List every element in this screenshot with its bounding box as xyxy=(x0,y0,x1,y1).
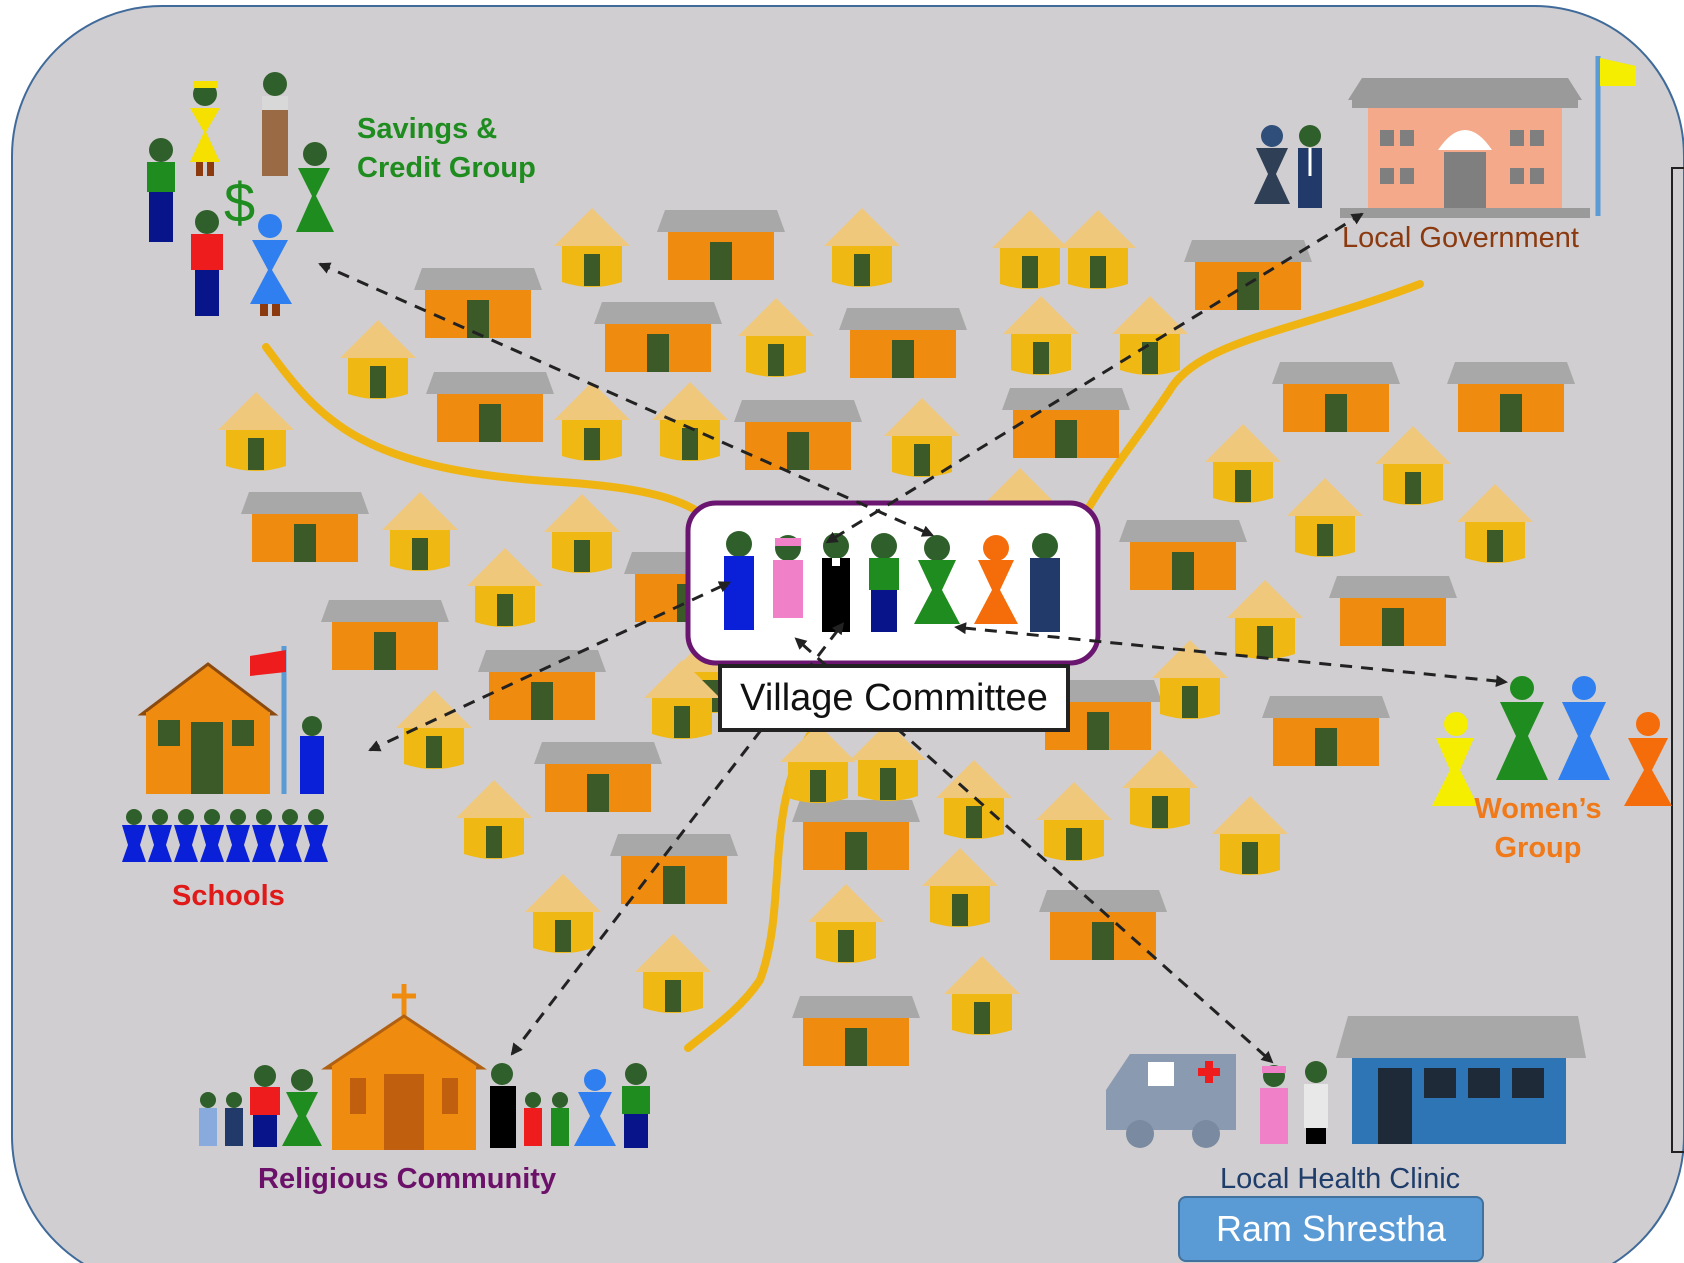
house xyxy=(1262,696,1390,766)
school-child xyxy=(148,809,172,862)
person-green-dress xyxy=(296,142,334,232)
school-child xyxy=(226,809,250,862)
arrow-to-women xyxy=(954,622,1508,687)
religious-people xyxy=(199,1063,650,1148)
school-child xyxy=(174,809,198,862)
schools-label: Schools xyxy=(172,880,285,912)
religious-community-label: Religious Community xyxy=(258,1163,557,1195)
person-red-shirt xyxy=(191,210,223,316)
hut xyxy=(1375,426,1451,505)
clinic-building xyxy=(1336,1016,1586,1144)
house xyxy=(1184,240,1312,310)
women-label-line2: Group xyxy=(1494,832,1582,864)
house xyxy=(1039,890,1167,960)
women-label-line1: Women’s xyxy=(1474,793,1602,825)
school-building xyxy=(137,646,324,794)
savings-credit-group-label: Savings & Credit Group xyxy=(357,110,536,188)
clinic-people xyxy=(1260,1061,1328,1144)
house xyxy=(478,650,606,720)
person-yellow-dress xyxy=(190,81,220,176)
church xyxy=(321,984,487,1150)
house xyxy=(426,372,554,442)
school-children xyxy=(122,809,328,862)
house xyxy=(839,308,967,378)
savings-label-line2: Credit Group xyxy=(357,152,536,184)
house xyxy=(241,492,369,562)
school-child xyxy=(122,809,146,862)
savings-group-people: $ xyxy=(147,72,334,316)
school-child xyxy=(304,809,328,862)
womens-group-label: Women’s Group xyxy=(1468,790,1608,868)
house xyxy=(594,302,722,372)
side-panel-edge xyxy=(1671,167,1684,1153)
house xyxy=(1272,362,1400,432)
women-group-people xyxy=(1432,676,1672,806)
house xyxy=(321,600,449,670)
school-child xyxy=(252,809,276,862)
government-people xyxy=(1254,125,1322,208)
house xyxy=(1119,520,1247,590)
house xyxy=(734,400,862,470)
dollar-icon: $ xyxy=(224,171,255,234)
house xyxy=(792,800,920,870)
local-government-label: Local Government xyxy=(1342,222,1579,254)
house xyxy=(657,210,785,280)
person-brown-robe xyxy=(262,72,288,176)
hut xyxy=(1457,484,1533,563)
local-health-clinic-label: Local Health Clinic xyxy=(1220,1163,1461,1195)
house xyxy=(534,742,662,812)
village-committee-label: Village Committee xyxy=(718,664,1070,732)
government-building xyxy=(1340,56,1636,218)
school-child xyxy=(200,809,224,862)
house xyxy=(792,996,920,1066)
hut xyxy=(218,392,294,471)
person-green-shirt-1 xyxy=(147,138,175,242)
arrow-to-savings xyxy=(318,262,935,537)
house xyxy=(1447,362,1575,432)
house xyxy=(610,834,738,904)
house xyxy=(414,268,542,338)
red-flag xyxy=(250,650,286,676)
ram-shrestha-badge: Ram Shrestha xyxy=(1178,1196,1484,1262)
yellow-flag xyxy=(1600,58,1636,86)
person-blue-dress xyxy=(250,214,292,316)
house xyxy=(1329,576,1457,646)
school-child xyxy=(278,809,302,862)
ambulance xyxy=(1106,1054,1236,1148)
savings-label-line1: Savings & xyxy=(357,113,498,145)
